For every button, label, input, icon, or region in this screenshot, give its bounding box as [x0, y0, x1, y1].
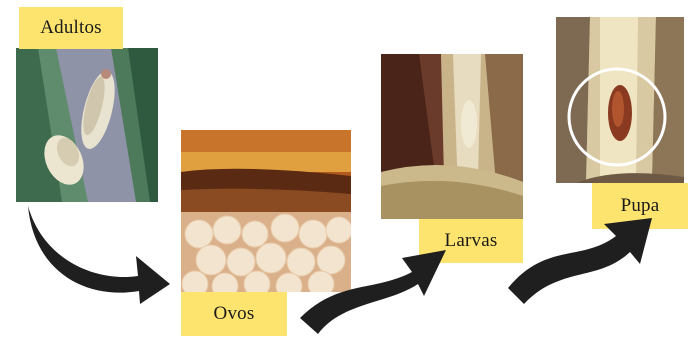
arrow-larvae-to-pupa	[0, 0, 690, 337]
